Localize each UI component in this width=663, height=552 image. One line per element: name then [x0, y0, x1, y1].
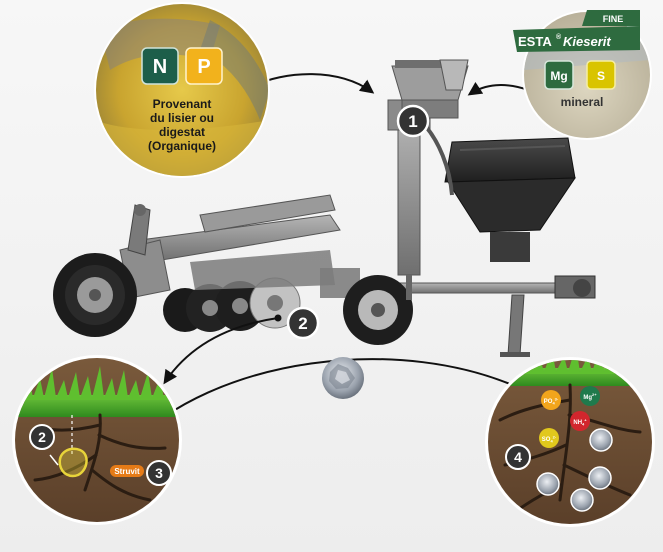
- seed-hopper: [444, 137, 576, 262]
- ion-nh4: NH4+: [570, 411, 590, 431]
- soil-placement-circle: Struvit 2 3: [12, 355, 182, 525]
- mineral-label: mineral: [561, 95, 604, 109]
- organic-label-line-1: Provenant: [153, 97, 212, 111]
- svg-text:1: 1: [408, 112, 417, 131]
- brand-kieserit: Kieserit: [563, 34, 611, 49]
- ion-mg: Mg2+: [580, 386, 600, 406]
- front-wheel: [53, 253, 137, 337]
- svg-text:PO43-: PO43-: [544, 397, 559, 406]
- disc-coulters: [163, 250, 335, 332]
- struvite-badge: Struvit: [110, 465, 144, 477]
- svg-text:Mg: Mg: [550, 69, 567, 83]
- svg-text:Mg2+: Mg2+: [583, 392, 597, 401]
- svg-text:3: 3: [155, 465, 163, 481]
- organic-label-line-3: digestat: [159, 125, 205, 139]
- press-wheel: [343, 275, 413, 345]
- organic-source-circle: N P Provenant du lisier ou digestat (Org…: [94, 2, 270, 178]
- badge-n: N: [141, 47, 179, 85]
- svg-text:2: 2: [298, 314, 307, 333]
- arrow-disc-to-soil: [163, 317, 279, 385]
- svg-text:4: 4: [514, 449, 522, 465]
- svg-text:S: S: [597, 69, 605, 83]
- marker-soil-2: 2: [29, 424, 55, 450]
- badge-mg: Mg: [544, 60, 574, 90]
- marker-hopper-1: 1: [396, 104, 430, 138]
- marker-disc-2: 2: [286, 306, 320, 340]
- crystal-icon: [536, 428, 613, 512]
- svg-text:Struvit: Struvit: [114, 467, 140, 476]
- badge-s: S: [586, 60, 616, 90]
- badge-p: P: [185, 47, 223, 85]
- seed-drill-machine: [53, 59, 596, 357]
- fertilizer-deposit: [58, 447, 88, 478]
- organic-label-line-4: (Organique): [148, 139, 216, 153]
- brand-registered: ®: [556, 33, 562, 41]
- svg-text:P: P: [197, 56, 210, 78]
- organic-label-line-2: du lisier ou: [150, 111, 214, 125]
- crystal-icon: [322, 357, 364, 399]
- mineral-source-circle: FINE ESTA ® Kieserit Mg S mineral: [513, 10, 652, 140]
- grass-icon: [15, 366, 179, 417]
- root-uptake-circle: PO43- Mg2+ NH4+ SO42- 4: [485, 357, 655, 527]
- svg-text:SO42-: SO42-: [542, 435, 557, 444]
- brand-fine-tag: FINE: [603, 14, 624, 24]
- ion-po4: PO43-: [541, 390, 561, 410]
- marker-soil-3: 3: [146, 460, 172, 486]
- svg-text:N: N: [153, 56, 167, 78]
- svg-text:NH4+: NH4+: [573, 418, 587, 427]
- ion-so4: SO42-: [539, 428, 559, 448]
- marker-soil-4: 4: [505, 444, 531, 470]
- brand-esta: ESTA: [518, 34, 552, 49]
- arrow-mineral-to-hopper: [467, 81, 529, 96]
- brand-banner: FINE ESTA ® Kieserit: [513, 10, 640, 52]
- svg-text:2: 2: [38, 429, 46, 445]
